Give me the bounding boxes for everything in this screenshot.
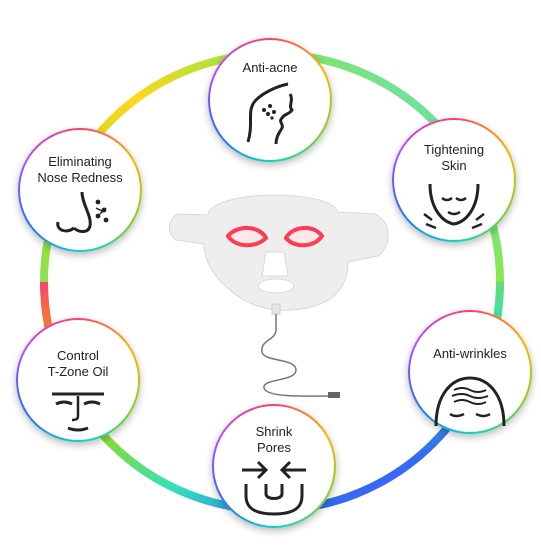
face-tightening-icon — [423, 184, 485, 230]
badge-label: Anti-acne — [242, 60, 298, 75]
badge-anti-acne: Anti-acne — [208, 38, 332, 162]
badge-ring — [208, 38, 332, 162]
badge-label: Anti-wrinkles — [433, 346, 507, 361]
badge-ring — [408, 310, 532, 434]
badge-nose-redness: Eliminating Nose Redness — [18, 128, 142, 252]
badge-ring — [16, 318, 140, 442]
badge-label: Eliminating Nose Redness — [37, 154, 123, 185]
badge-label: Control T-Zone Oil — [47, 348, 109, 379]
badge-tightening-skin: Tightening Skin — [392, 118, 516, 242]
badge-ring — [392, 118, 516, 242]
badge-anti-wrinkles: Anti-wrinkles — [408, 310, 532, 434]
pores-shrink-icon — [242, 460, 306, 516]
face-profile-acne-icon — [246, 82, 294, 145]
nose-redness-icon — [56, 191, 109, 233]
forehead-wrinkles-icon — [434, 376, 506, 426]
badge-label: Shrink Pores — [255, 424, 293, 455]
badge-shrink-pores: Shrink Pores — [212, 404, 336, 528]
badge-label: Tightening Skin — [423, 142, 485, 173]
badge-ring — [212, 404, 336, 528]
led-face-mask-icon — [169, 194, 389, 398]
badge-t-zone-oil: Control T-Zone Oil — [16, 318, 140, 442]
t-zone-face-icon — [52, 392, 104, 432]
